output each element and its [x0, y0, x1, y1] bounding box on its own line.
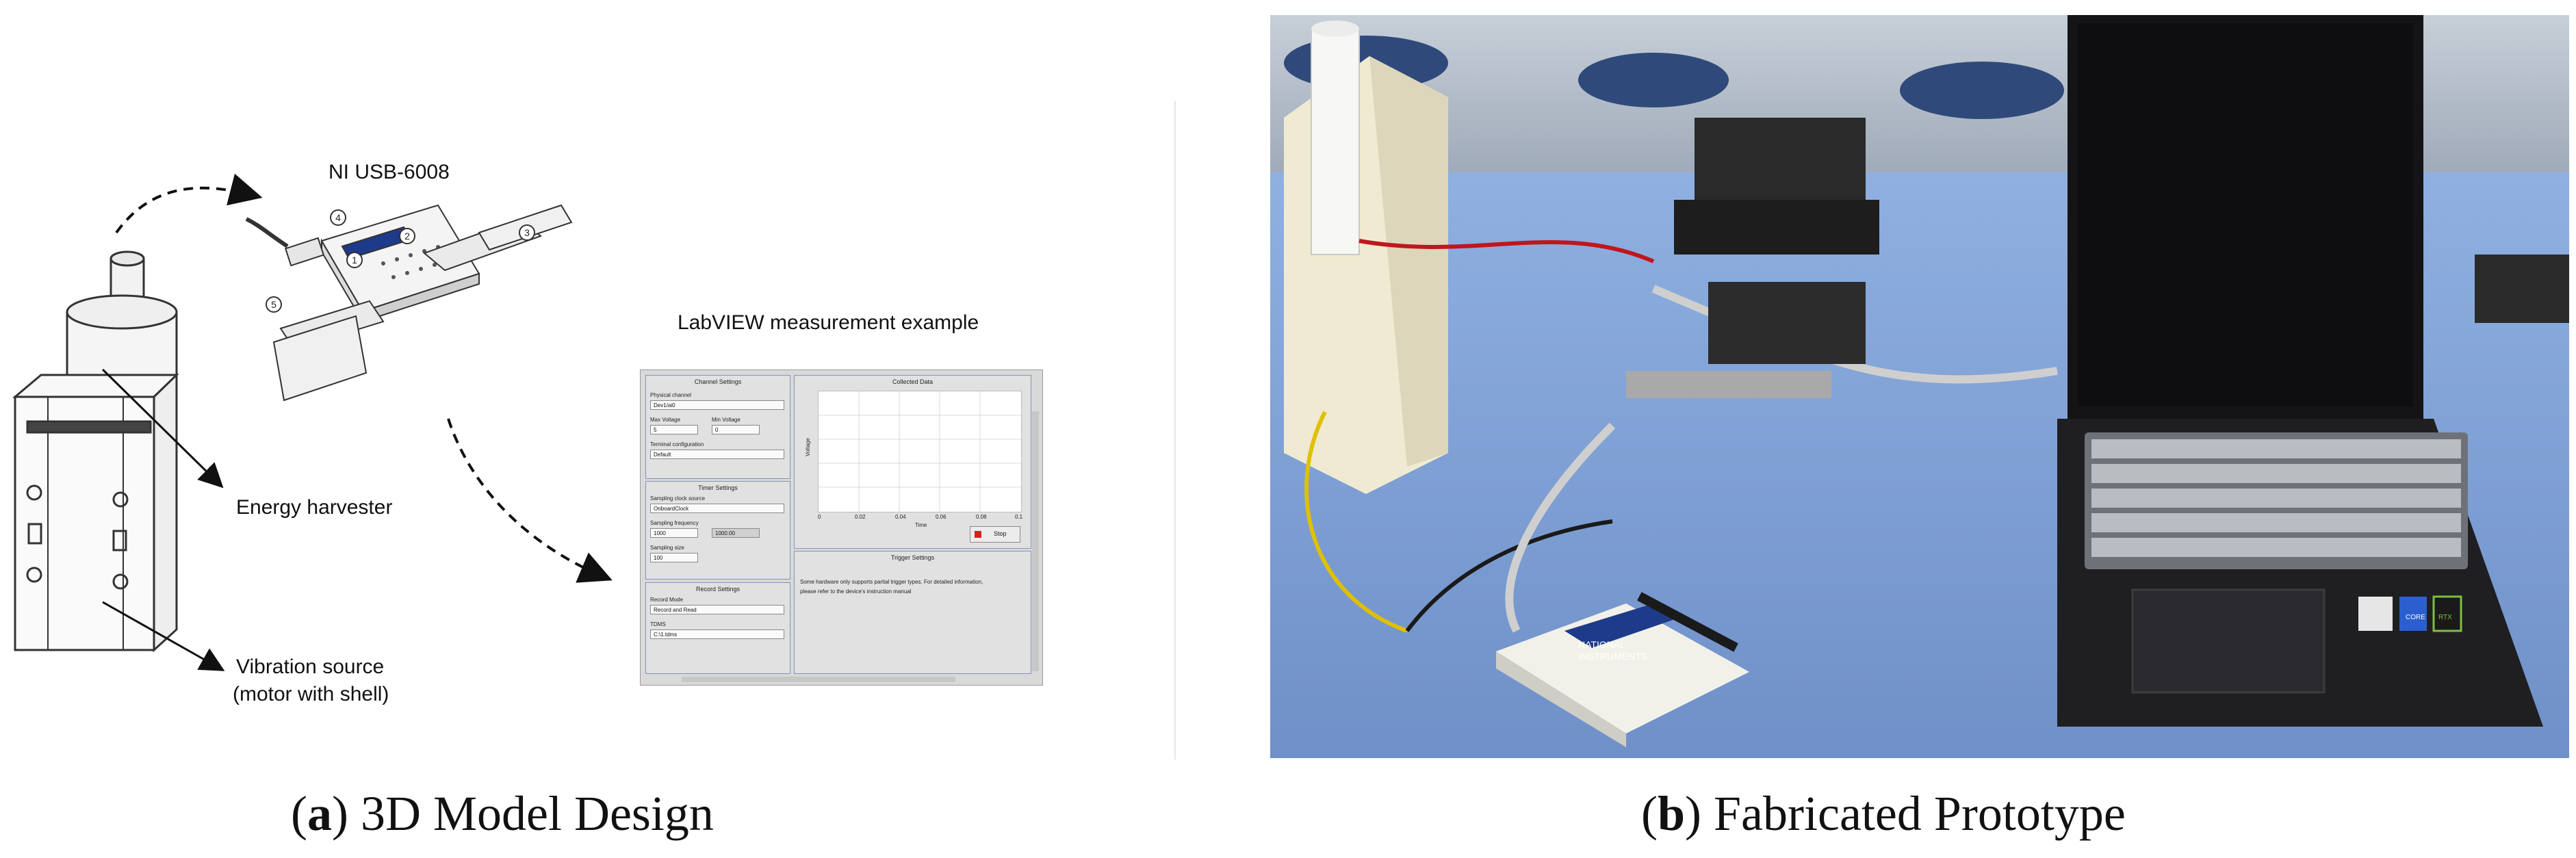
trigger-settings-title: Trigger Settings [890, 554, 935, 561]
terminal-config-label: Terminal configuration [650, 441, 704, 447]
timer-settings-title: Timer Settings [698, 484, 738, 491]
vibration-source-label: Vibration source [236, 655, 385, 678]
leader-energy-harvester [101, 368, 224, 489]
daq-device-photo [1496, 592, 1749, 747]
laptop-badge-rtx: RTX [2438, 614, 2452, 621]
sampling-frequency-label: Sampling frequency [650, 520, 699, 526]
physical-channel-label: Physical channel [650, 392, 692, 398]
laptop-badge-core: CORE [2406, 614, 2425, 621]
sampling-size-label: Sampling size [650, 545, 684, 551]
sampling-frequency-field[interactable]: 1000 [650, 528, 698, 538]
record-settings-group: Record Settings Record Mode Record and R… [645, 582, 790, 674]
time-axis-label: Time [915, 522, 927, 528]
sampling-clock-label: Sampling clock source [650, 495, 706, 502]
daq-brand-line2: INSTRUMENTS [1578, 651, 1647, 662]
sticker-1 [2358, 597, 2393, 631]
channel-settings-title: Channel Settings [694, 378, 742, 385]
callout-1: 1 [352, 255, 357, 265]
trigger-note-line2: please refer to the device's instruction… [800, 588, 912, 595]
vibration-source-sublabel: (motor with shell) [233, 683, 389, 705]
touchpad [2131, 588, 2326, 694]
dashed-arrow-to-labview [447, 418, 613, 583]
x-tick-3: 0.06 [936, 514, 946, 520]
voltage-graph [818, 391, 1022, 512]
stool-2 [1578, 53, 1729, 107]
stop-icon [975, 531, 981, 538]
caption-a: (a) 3D Model Design [291, 786, 714, 841]
vertical-scrollbar[interactable] [1032, 411, 1039, 671]
dashed-arrow-to-daq [115, 173, 263, 234]
terminal-config-field[interactable]: Default [650, 450, 784, 459]
collected-data-title: Collected Data [892, 378, 933, 385]
caption-b-text: Fabricated Prototype [1714, 786, 2126, 841]
record-mode-label: Record Mode [650, 597, 684, 603]
leader-vibration-source [102, 601, 225, 671]
panel-divider [1174, 101, 1176, 759]
record-mode-field[interactable]: Record and Read [650, 605, 784, 614]
stool-3 [1900, 62, 2064, 119]
min-voltage-field[interactable]: 0 [712, 425, 760, 434]
sampling-clock-field[interactable]: OnboardClock [650, 504, 784, 513]
laptop-keys [2091, 439, 2461, 557]
trigger-settings-group: Trigger Settings Some hardware only supp… [794, 551, 1031, 674]
caption-a-letter: a [307, 786, 332, 841]
callout-2: 2 [404, 231, 410, 242]
callout-4: 4 [335, 212, 341, 223]
caption-a-text: 3D Model Design [360, 786, 714, 841]
prototype-photo-illustration: CORE RTX NATIONA [1270, 15, 2569, 758]
min-voltage-label: Min Voltage [712, 417, 740, 423]
harvester-prototype [1284, 21, 1448, 494]
x-tick-4: 0.08 [976, 514, 987, 520]
channel-settings-group: Channel Settings Physical channel Dev1/a… [645, 375, 790, 479]
sticker-2 [2399, 597, 2427, 631]
labview-title: LabVIEW measurement example [678, 311, 979, 334]
energy-harvester-label: Energy harvester [236, 496, 393, 519]
trigger-note-line1: Some hardware only supports partial trig… [800, 579, 983, 585]
physical-channel-field[interactable]: Dev1/ai0 [650, 400, 784, 410]
panel-a-drawing: 4 1 2 3 5 [12, 173, 613, 671]
tdms-label: TDMS [650, 621, 666, 627]
stop-label: Stop [994, 530, 1007, 537]
daq-brand-line1: NATIONAL [1578, 639, 1625, 650]
harvester-drawing [12, 250, 179, 653]
max-voltage-field[interactable]: 5 [650, 425, 698, 434]
amplifier-board [1708, 282, 1866, 364]
graph-grid [819, 391, 1021, 512]
timer-settings-group: Timer Settings Sampling clock source Onb… [645, 481, 790, 580]
x-tick-5: 0.1 [1015, 514, 1023, 520]
right-box [2475, 255, 2569, 323]
sampling-frequency-actual: 1000.00 [712, 528, 760, 538]
sampling-size-field[interactable]: 100 [650, 553, 698, 562]
daq-label: NI USB-6008 [329, 161, 450, 183]
caption-b-letter: b [1657, 786, 1686, 841]
x-tick-2: 0.04 [895, 514, 906, 520]
labview-window: Channel Settings Physical channel Dev1/a… [640, 369, 1043, 686]
power-socket [1674, 200, 1879, 255]
max-voltage-label: Max Voltage [650, 417, 681, 423]
tdms-path-field[interactable]: C:\1.tdms [650, 629, 784, 639]
prototype-photo: CORE RTX NATIONA [1270, 15, 2569, 758]
x-tick-0: 0 [818, 514, 821, 520]
horizontal-scrollbar[interactable] [682, 677, 955, 682]
daq-callouts [266, 209, 535, 313]
voltage-axis-label: Voltage [804, 438, 811, 456]
sticker-3 [2432, 595, 2462, 632]
callout-3: 3 [524, 227, 530, 238]
x-tick-1: 0.02 [855, 514, 866, 520]
collected-data-group: Collected Data Voltage 0 0.02 0.04 0.06 … [794, 375, 1031, 549]
shaker-rail [1626, 371, 1831, 398]
stop-button[interactable]: Stop [970, 526, 1020, 543]
laptop [2057, 15, 2543, 727]
callout-5: 5 [271, 299, 276, 310]
caption-b: (b) Fabricated Prototype [1641, 786, 2126, 841]
record-settings-title: Record Settings [695, 586, 740, 593]
